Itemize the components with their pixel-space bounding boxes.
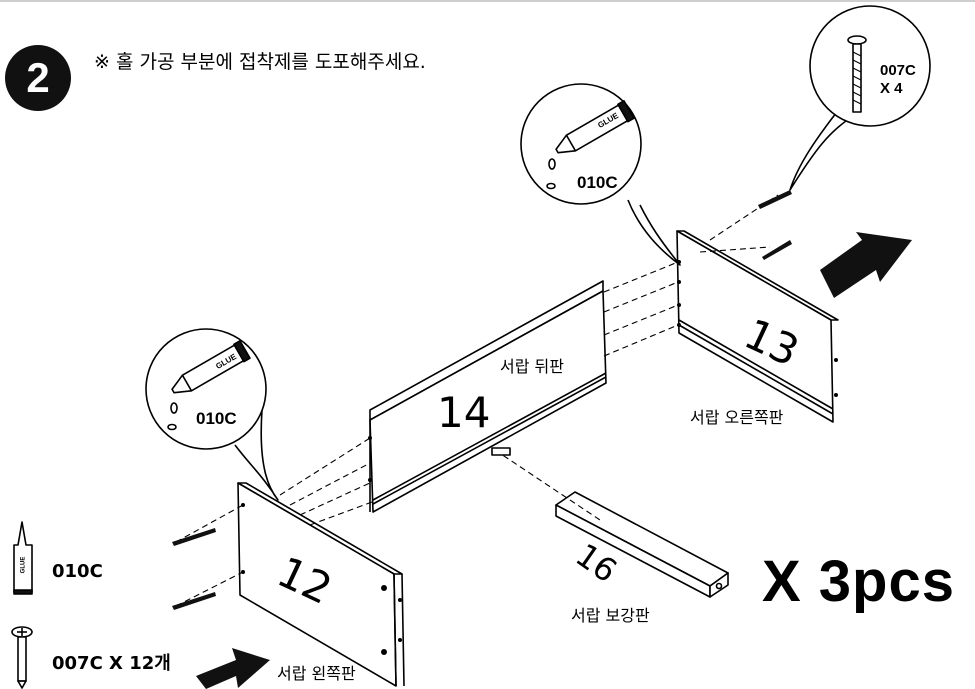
part-14-back-panel: [369, 280, 607, 513]
part-name-13: 서랍 오른쪽판: [690, 408, 784, 427]
glue-callout-left: [145, 328, 279, 501]
part-number-14: 14: [437, 388, 491, 437]
part-16-reinforcement-board: [555, 491, 729, 598]
step-number-badge: 2: [5, 45, 71, 111]
glue-code-left: 010C: [196, 409, 237, 428]
screw-icons: [172, 190, 792, 610]
legend-glue-tube-text: GLUE: [20, 556, 27, 574]
screw-callout: [789, 5, 931, 191]
part-12-left-side-panel: [237, 482, 405, 687]
glue-code-right: 010C: [577, 173, 618, 192]
legend-glue-tube-icon: [13, 521, 33, 595]
screw-code: 007C: [880, 62, 916, 79]
part-13-right-side-panel: [676, 230, 839, 423]
part-name-12: 서랍 왼쪽판: [277, 664, 356, 683]
legend-screw-icon: [11, 626, 33, 689]
part-name-14: 서랍 뒤판: [500, 357, 564, 376]
top-divider: [0, 0, 975, 2]
screw-count: X 4: [880, 80, 903, 97]
glue-callout-right: [520, 83, 681, 266]
legend-screw-text: 007C X 12개: [52, 653, 171, 674]
legend-glue-code: 010C: [52, 561, 103, 582]
direction-arrows: [196, 232, 912, 689]
quantity-label: X 3pcs: [762, 549, 955, 614]
part-name-16: 서랍 보강판: [571, 606, 650, 625]
step-instruction: ※ 홀 가공 부분에 접착제를 도포해주세요.: [94, 51, 426, 73]
